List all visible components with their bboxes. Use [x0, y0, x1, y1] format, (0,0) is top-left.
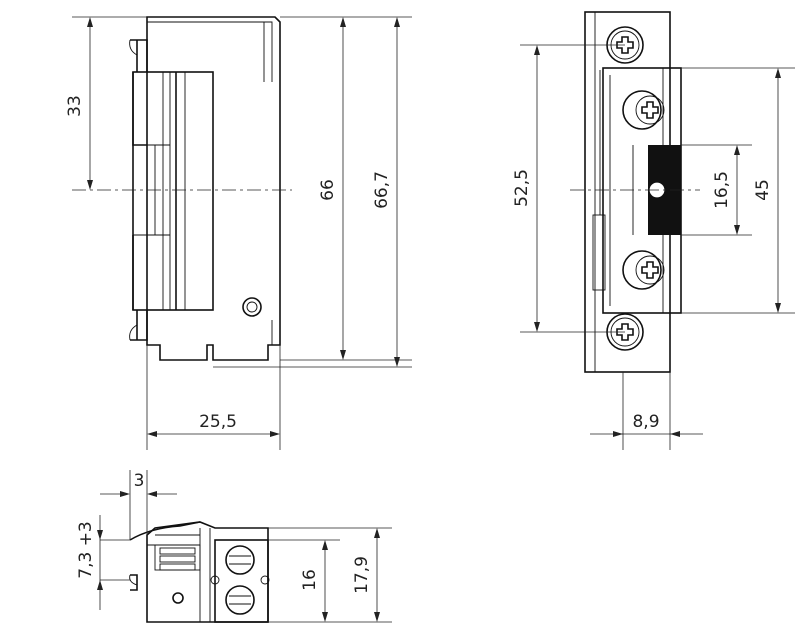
dim-latch-opening: 16,5 [712, 171, 732, 209]
latch-body [132, 71, 214, 311]
terminal-block [214, 539, 269, 623]
side-view: 52,5 16,5 45 8,9 [512, 11, 795, 450]
dim-plate-depth: 8,9 [632, 412, 659, 432]
terminal-screw-upper-icon [225, 545, 255, 575]
dim-total-height: 17,9 [352, 556, 372, 594]
front-hole [242, 297, 262, 317]
dim-total-length: 66,7 [372, 171, 392, 209]
screw-lower-icon [622, 250, 665, 290]
dim-latch-depth: 7,3 +3 [76, 521, 96, 579]
dim-offset: 3 [134, 471, 145, 491]
top-tab [132, 72, 147, 146]
bottom-hole [172, 592, 184, 604]
screw-upper-icon [622, 90, 665, 130]
dim-body-height: 16 [300, 569, 320, 591]
dim-width: 25,5 [199, 412, 237, 432]
bottom-body [146, 521, 269, 623]
bottom-view: 3 7,3 +3 16 17,9 [76, 470, 392, 623]
front-view: 33 66 66,7 25,5 [65, 16, 412, 450]
dim-plate-length: 45 [753, 179, 773, 201]
terminal-screw-lower-icon [225, 585, 255, 615]
front-housing [146, 16, 281, 361]
dim-top-half: 33 [65, 95, 85, 117]
dim-screw-spacing: 52,5 [512, 169, 532, 207]
dim-body-length: 66 [318, 179, 338, 201]
